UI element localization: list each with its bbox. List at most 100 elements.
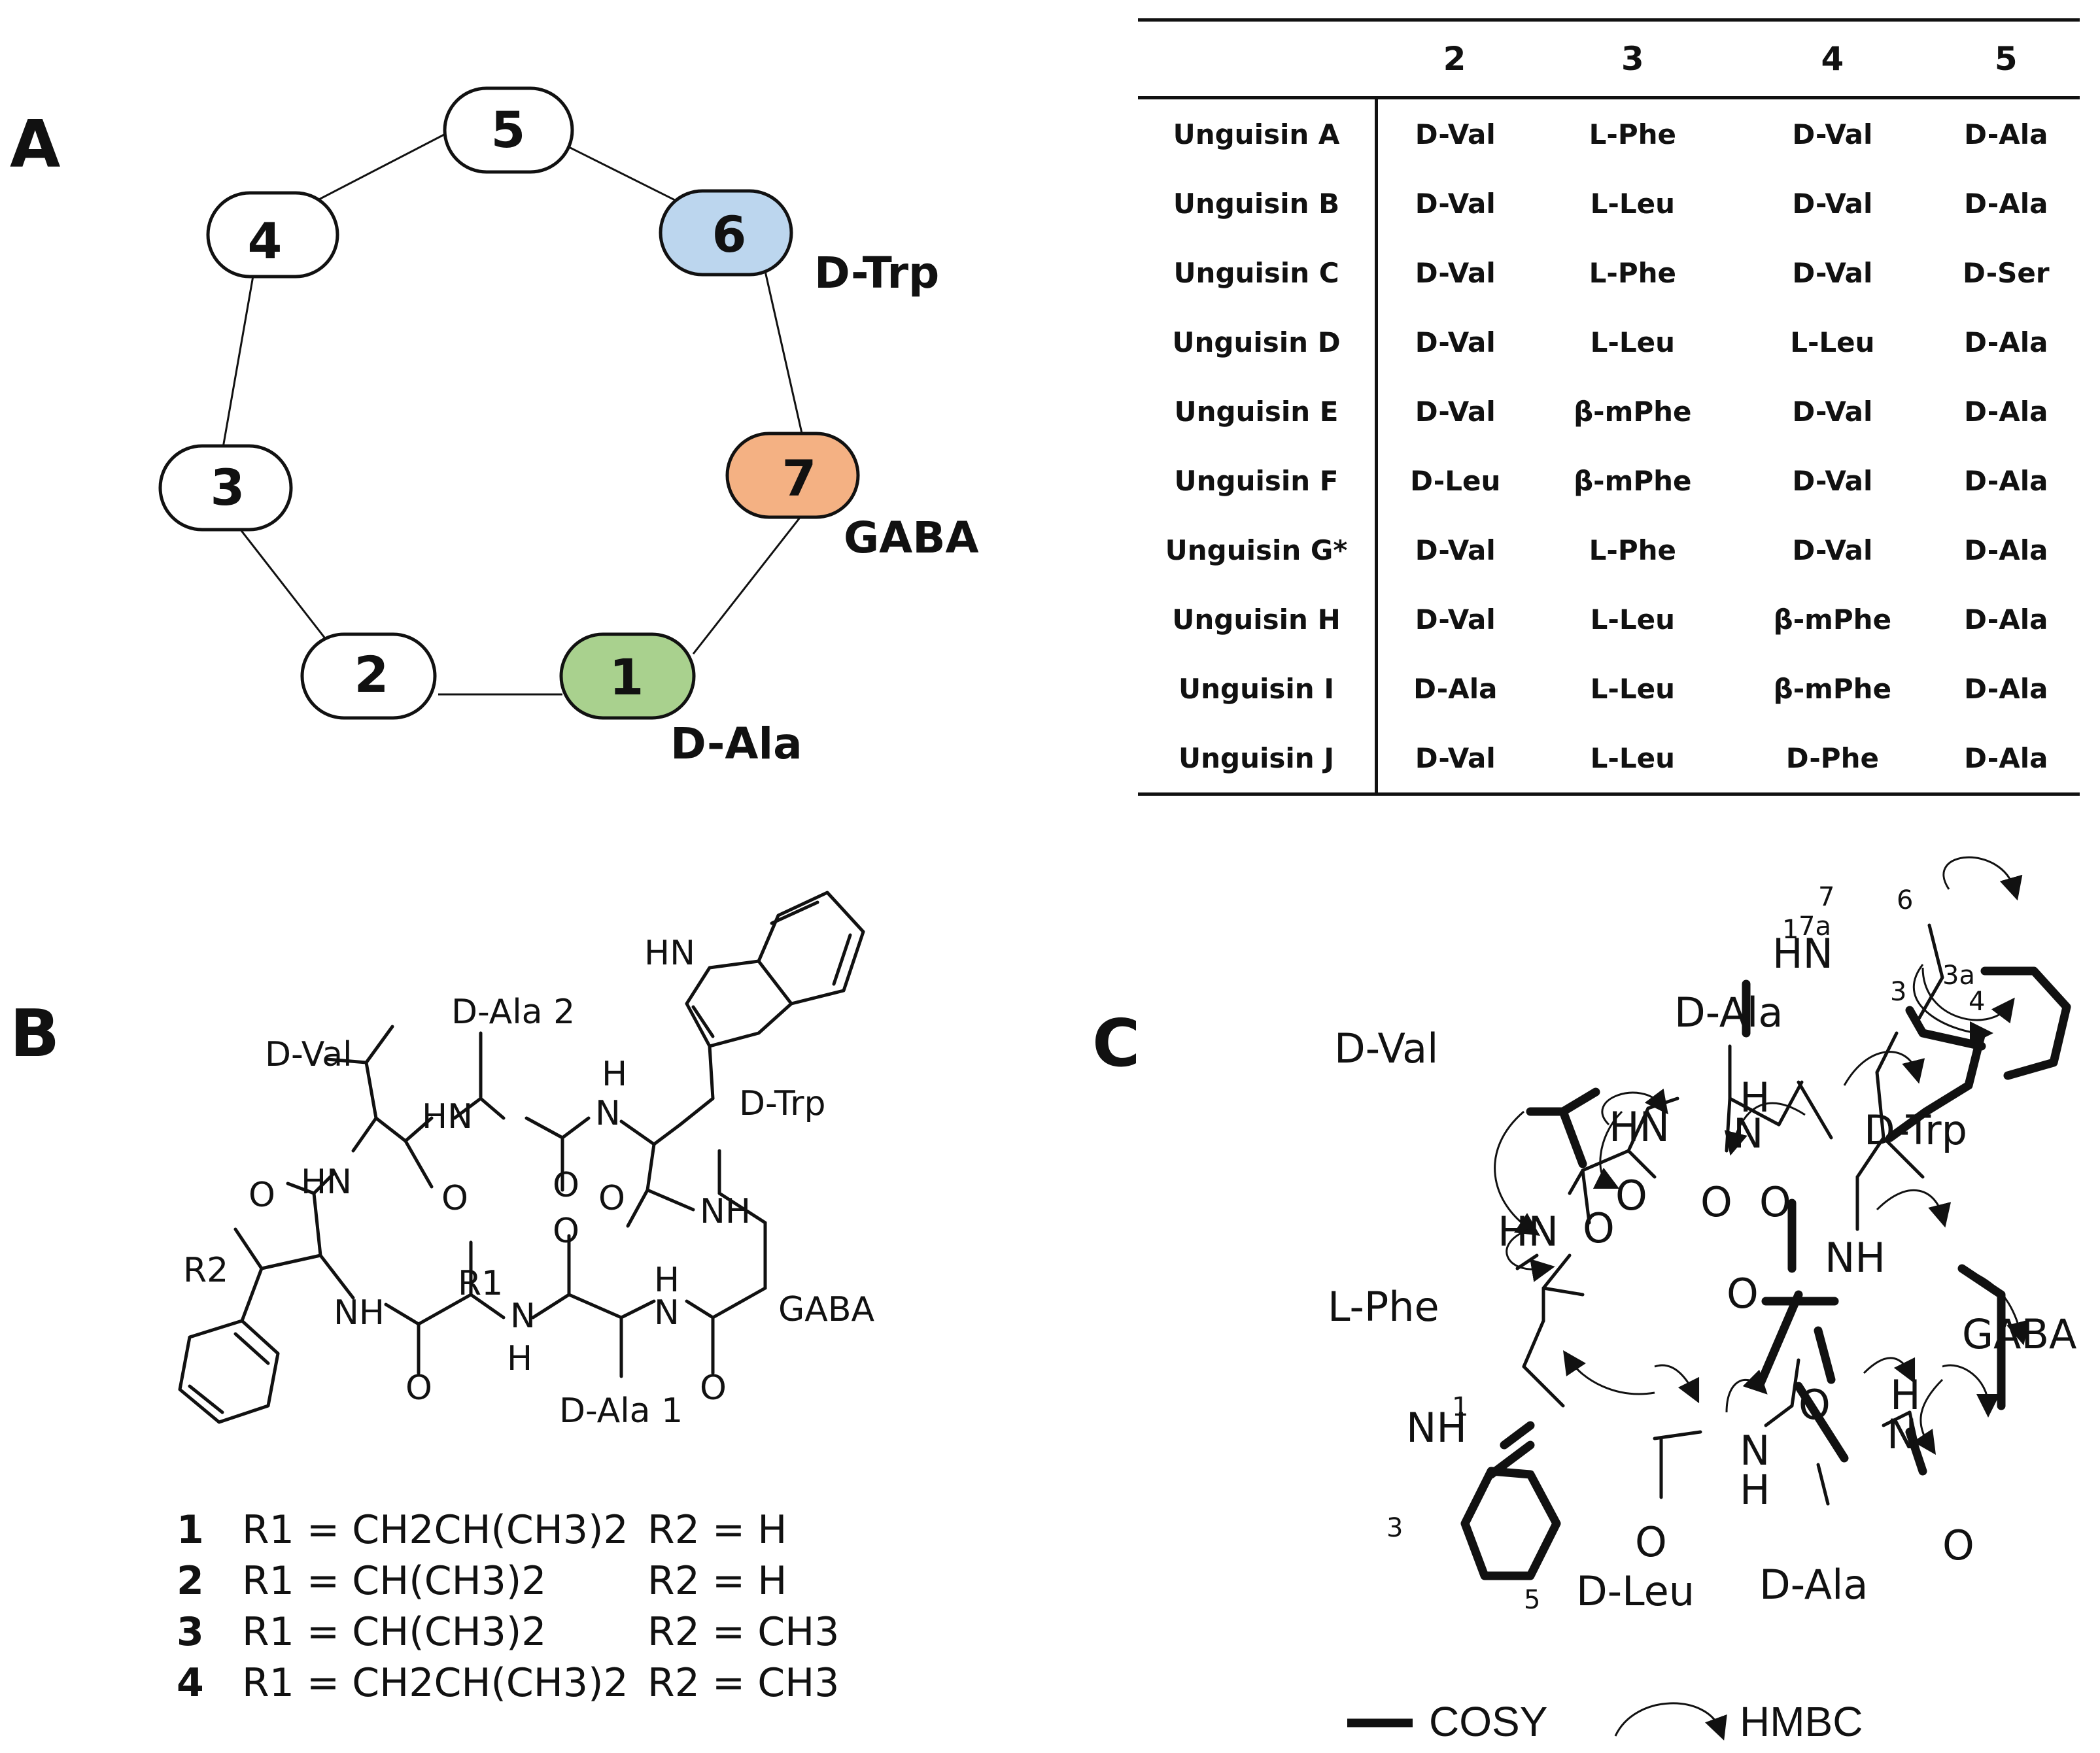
residue-cell: L-Leu bbox=[1590, 326, 1675, 358]
o-label: O bbox=[553, 1166, 579, 1205]
residue-cell: L-Leu bbox=[1790, 326, 1875, 358]
dala1-label: D-Ala 1 bbox=[559, 1391, 683, 1431]
residue-cell: D-Val bbox=[1792, 187, 1873, 220]
residue-cell: D-Val bbox=[1792, 534, 1873, 566]
residue-cell: β-mPhe bbox=[1773, 672, 1892, 705]
residue-cell: D-Ala bbox=[1964, 187, 2048, 220]
panel-b: B bbox=[0, 837, 1112, 1750]
ring-node-2 bbox=[300, 632, 437, 720]
residue-cell: β-mPhe bbox=[1574, 395, 1692, 428]
compound-r2: R2 = CH3 bbox=[647, 1660, 839, 1706]
compound-name-cell: Unguisin A bbox=[1138, 97, 1378, 169]
compound-num: 2 bbox=[177, 1558, 204, 1604]
o-label: O bbox=[1799, 1381, 1831, 1429]
atom-number: 7a bbox=[1799, 911, 1831, 942]
residue-cell: D-Phe bbox=[1732, 723, 1933, 796]
o-label: O bbox=[1727, 1270, 1759, 1318]
residue-cell: D-Ala bbox=[1964, 672, 2048, 705]
n-label: N bbox=[1733, 1110, 1763, 1157]
residue-cell: L-Phe bbox=[1589, 256, 1676, 289]
hn-label: HN bbox=[1498, 1208, 1558, 1255]
residue-cell: D-Val bbox=[1415, 603, 1496, 636]
ring-label-gaba: GABA bbox=[844, 513, 979, 563]
table-header-cell: 2 bbox=[1376, 18, 1533, 99]
nh-label: NH bbox=[1406, 1404, 1467, 1452]
hmbc-legend-label: HMBC bbox=[1740, 1698, 1863, 1745]
ring-node-5-label: 5 bbox=[491, 101, 526, 159]
compound-name-cell: Unguisin D bbox=[1138, 307, 1378, 377]
compound-num: 1 bbox=[177, 1507, 204, 1553]
h-label: H bbox=[1890, 1371, 1921, 1419]
compound-r1: R1 = CH2CH(CH3)2 bbox=[242, 1660, 628, 1706]
compound-r2: R2 = CH3 bbox=[647, 1609, 839, 1655]
table-header-row: 2 3 4 5 bbox=[1138, 18, 2080, 99]
o-label: O bbox=[1583, 1204, 1615, 1252]
atom-number: 3 bbox=[1386, 1513, 1403, 1543]
o-label: O bbox=[1942, 1522, 1974, 1569]
lphe-label: L-Phe bbox=[1328, 1283, 1439, 1331]
h-label: H bbox=[602, 1055, 627, 1094]
residue-cell: D-Ala bbox=[1964, 395, 2048, 428]
residue-cell: D-Val bbox=[1415, 395, 1496, 428]
residue-cell: L-Phe bbox=[1589, 534, 1676, 566]
compound-name-cell: Unguisin J bbox=[1138, 723, 1378, 796]
hmbc-legend-arrow bbox=[1614, 1702, 1727, 1741]
residue-cell: D-Val bbox=[1415, 534, 1496, 566]
nh-label: NH bbox=[334, 1293, 385, 1333]
ring-node-3-label: 3 bbox=[211, 458, 245, 517]
ring-node-1-label: 1 bbox=[610, 648, 644, 706]
hn-label: HN bbox=[1772, 930, 1833, 978]
residue-cell: β-mPhe bbox=[1773, 603, 1892, 636]
o-label: O bbox=[249, 1176, 275, 1215]
residue-cell: D-Val bbox=[1792, 464, 1873, 497]
residue-cell: β-mPhe bbox=[1574, 464, 1692, 497]
h-label: H bbox=[1740, 1074, 1770, 1121]
n-label: N bbox=[1740, 1427, 1770, 1474]
residue-cell: L-Leu bbox=[1590, 187, 1675, 220]
ring-node-5 bbox=[443, 86, 574, 174]
panel-a: A 5 4 6 3 7 2 1 D- bbox=[0, 0, 1112, 817]
compound-name-cell: Unguisin G* bbox=[1138, 515, 1378, 585]
residue-cell: L-Leu bbox=[1590, 672, 1675, 705]
ring-label-dtrp: D-Trp bbox=[814, 248, 939, 298]
atom-number: 1 bbox=[1782, 915, 1799, 945]
ring-node-1 bbox=[559, 632, 696, 720]
h-label: H bbox=[1740, 1466, 1770, 1514]
residue-cell: D-Ala bbox=[1964, 603, 2048, 636]
residue-cell: D-Ala bbox=[1964, 464, 2048, 497]
compound-name-cell: Unguisin E bbox=[1138, 377, 1378, 446]
atom-number: 3a bbox=[1942, 961, 1975, 991]
table-header-cell: 4 bbox=[1732, 18, 1933, 99]
cosy-legend-label: COSY bbox=[1429, 1698, 1547, 1745]
atom-number: 6 bbox=[1897, 885, 1913, 915]
panel-c: C bbox=[1073, 837, 2100, 1750]
hn-label: HN bbox=[422, 1097, 473, 1136]
residue-cell: D-Ala bbox=[1964, 118, 2048, 150]
residue-cell: D-Ser bbox=[1963, 256, 2050, 289]
residue-cell: D-Val bbox=[1415, 326, 1496, 358]
residue-cell: D-Ala bbox=[1932, 723, 2080, 796]
dtrp-label: D-Trp bbox=[1864, 1106, 1967, 1154]
n-label: N bbox=[1887, 1410, 1917, 1458]
r2-label: R2 bbox=[183, 1251, 228, 1290]
o-label: O bbox=[1615, 1172, 1647, 1219]
compound-name-cell: Unguisin C bbox=[1138, 238, 1378, 307]
atom-number: 3 bbox=[1890, 977, 1906, 1007]
ring-node-3 bbox=[158, 444, 293, 532]
indole-hn-label: HN bbox=[644, 934, 695, 973]
dval-label: D-Val bbox=[265, 1035, 353, 1074]
o-label: O bbox=[553, 1212, 579, 1251]
compound-num: 3 bbox=[177, 1609, 204, 1655]
h-label: H bbox=[507, 1339, 532, 1378]
n-label: N bbox=[510, 1297, 536, 1336]
ring-node-7 bbox=[725, 432, 860, 519]
ring-label-dala: D-Ala bbox=[670, 719, 802, 769]
